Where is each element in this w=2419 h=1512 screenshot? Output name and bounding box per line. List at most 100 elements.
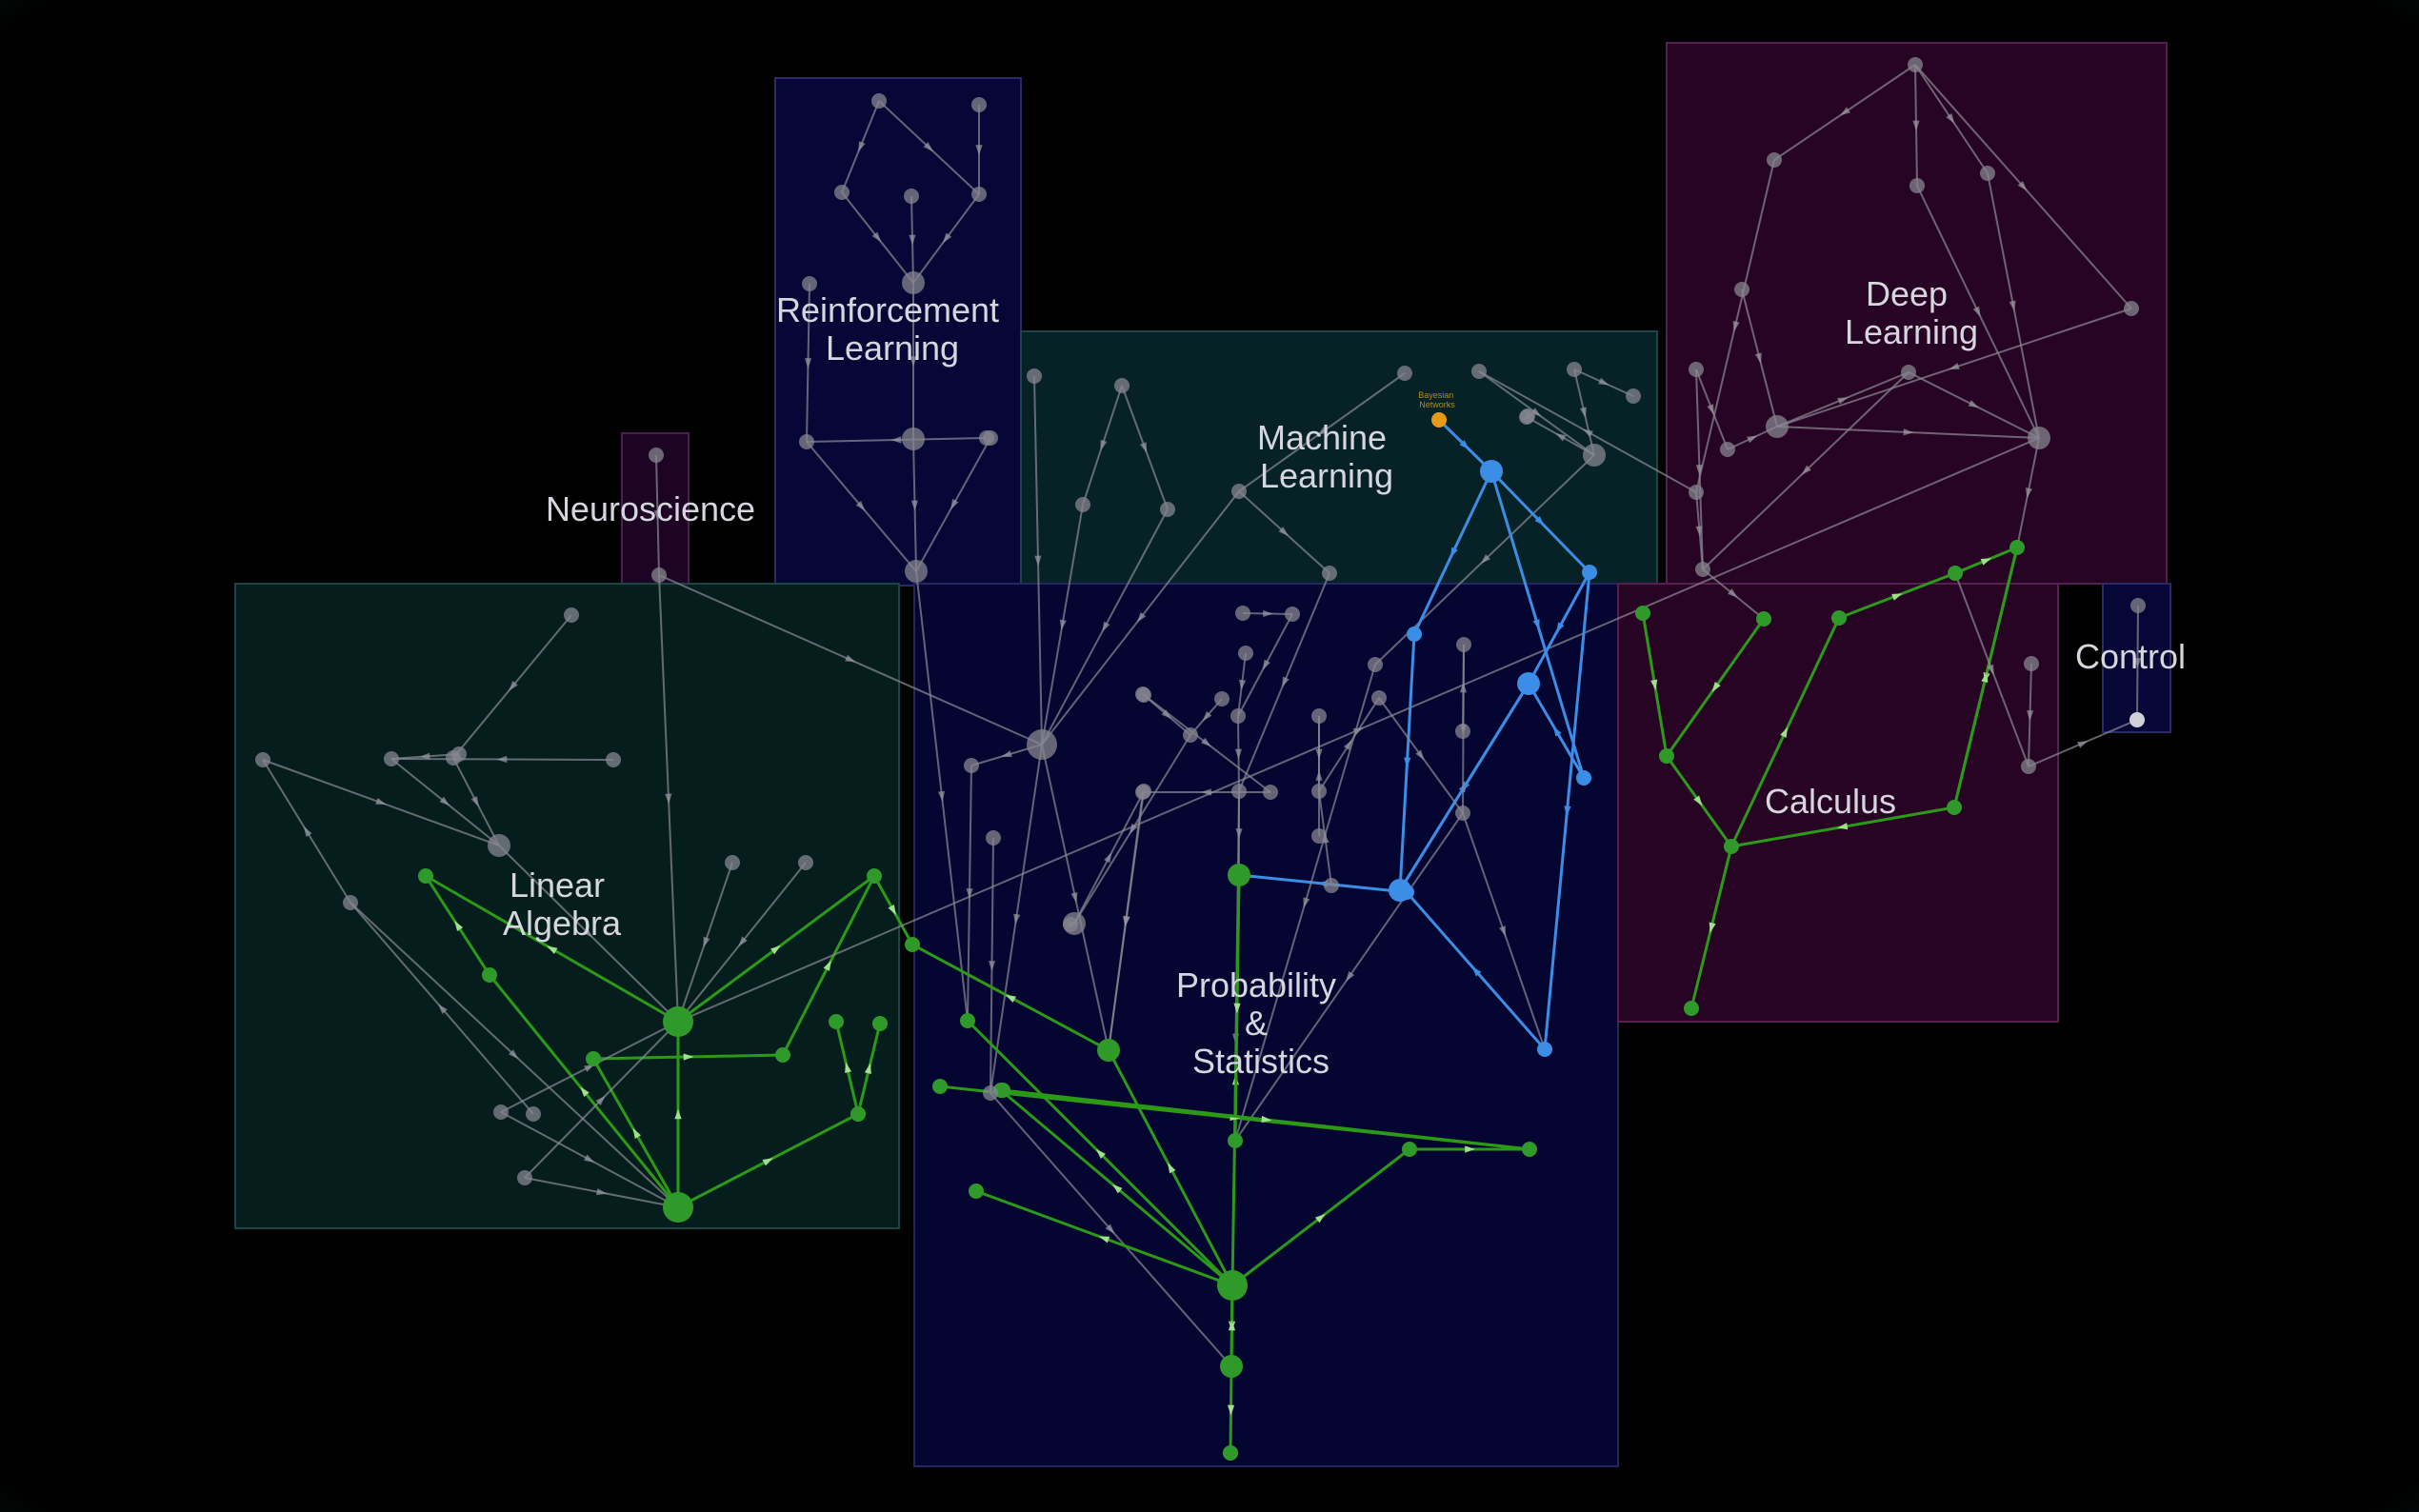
node-ca_9[interactable] xyxy=(2009,540,2025,555)
node-rl_3[interactable] xyxy=(834,185,850,200)
node-ca_3[interactable] xyxy=(1756,611,1771,627)
node-ps_x2[interactable] xyxy=(986,830,1001,846)
node-la_g4[interactable] xyxy=(775,1047,790,1063)
node-ps_g6[interactable] xyxy=(969,1184,984,1199)
node-la_x3[interactable] xyxy=(451,746,467,762)
node-la_x10[interactable] xyxy=(343,895,358,910)
node-ps_g10[interactable] xyxy=(1223,1445,1238,1461)
node-rl_5[interactable] xyxy=(904,189,919,204)
node-la_x7[interactable] xyxy=(255,752,270,767)
node-dl_12[interactable] xyxy=(1901,365,1916,380)
node-rl_4[interactable] xyxy=(971,187,987,202)
node-rl_2[interactable] xyxy=(971,97,987,112)
node-ml_13[interactable] xyxy=(1520,408,1535,424)
node-ps_root[interactable] xyxy=(1217,1270,1248,1301)
node-ne_2[interactable] xyxy=(651,567,667,583)
node-ca_5[interactable] xyxy=(1684,1001,1699,1016)
node-rl_12[interactable] xyxy=(905,560,928,583)
node-la_x4[interactable] xyxy=(488,834,510,857)
node-ml_5[interactable] xyxy=(1231,484,1247,499)
node-dl_7[interactable] xyxy=(1689,362,1704,377)
node-dl_1[interactable] xyxy=(1908,57,1923,72)
node-ps_x1[interactable] xyxy=(964,758,979,773)
node-ps_x24[interactable] xyxy=(1135,686,1150,702)
node-ps_g5[interactable] xyxy=(1228,1133,1243,1148)
node-la_x2[interactable] xyxy=(564,607,579,623)
node-ml_1[interactable] xyxy=(1027,368,1042,384)
node-ps_x21[interactable] xyxy=(1455,724,1470,739)
node-la_hub[interactable] xyxy=(663,1006,693,1037)
node-ps_g12[interactable] xyxy=(1522,1142,1537,1157)
node-ne_1[interactable] xyxy=(649,448,664,463)
region-machine-learning[interactable] xyxy=(1020,330,1658,587)
node-la_g3[interactable] xyxy=(586,1051,601,1066)
node-ml_12[interactable] xyxy=(1471,364,1487,379)
node-rl_7[interactable] xyxy=(802,276,817,291)
node-rl_6[interactable] xyxy=(902,271,925,294)
node-ps_g3[interactable] xyxy=(1097,1039,1120,1062)
node-rl_1[interactable] xyxy=(871,93,887,109)
node-ps_x7[interactable] xyxy=(1183,727,1198,743)
node-dl_10[interactable] xyxy=(1689,485,1704,500)
node-ps_x15[interactable] xyxy=(1311,828,1327,844)
node-ps_g1[interactable] xyxy=(960,1013,975,1028)
node-ml_4[interactable] xyxy=(1160,502,1175,517)
node-co_2[interactable] xyxy=(2129,712,2145,727)
node-dl_4[interactable] xyxy=(1980,166,1995,181)
node-ps_x18[interactable] xyxy=(1324,878,1339,893)
node-co_1[interactable] xyxy=(2130,598,2146,613)
node-la_x6[interactable] xyxy=(517,1170,532,1185)
node-rl_10[interactable] xyxy=(799,434,814,449)
node-ps_x16[interactable] xyxy=(1311,708,1327,724)
node-b_5[interactable] xyxy=(1517,672,1540,695)
node-la_g1[interactable] xyxy=(418,868,433,884)
node-b_1[interactable] xyxy=(1480,460,1503,483)
node-b_6[interactable] xyxy=(1576,770,1591,786)
node-ml_2[interactable] xyxy=(1114,378,1130,393)
node-ca_8[interactable] xyxy=(1948,566,1963,581)
node-ca_7[interactable] xyxy=(1831,610,1847,626)
node-la_x12[interactable] xyxy=(798,855,813,870)
node-la_g7[interactable] xyxy=(829,1014,844,1029)
node-ps_x14[interactable] xyxy=(1231,784,1247,799)
node-b_7[interactable] xyxy=(1389,879,1411,902)
node-ps_x26[interactable] xyxy=(1135,785,1150,800)
node-b_8[interactable] xyxy=(1537,1042,1552,1057)
node-ps_x20[interactable] xyxy=(1456,637,1471,652)
node-dl_6[interactable] xyxy=(2124,301,2139,316)
node-la_x11[interactable] xyxy=(725,855,740,870)
node-ps_x22[interactable] xyxy=(1455,806,1470,821)
node-dl_13[interactable] xyxy=(1695,562,1710,577)
node-ps_x5[interactable] xyxy=(983,1085,998,1101)
node-ps_g4[interactable] xyxy=(1228,864,1250,886)
node-ps_g13[interactable] xyxy=(932,1079,948,1094)
node-ca_4[interactable] xyxy=(1724,839,1739,854)
node-bayes[interactable] xyxy=(1431,412,1447,428)
node-dl_5[interactable] xyxy=(1734,282,1749,297)
node-ps_x25[interactable] xyxy=(1263,785,1278,800)
node-la_g2[interactable] xyxy=(482,967,497,983)
node-ps_x13[interactable] xyxy=(1230,708,1246,724)
node-dl_8[interactable] xyxy=(1720,442,1735,457)
node-la_g8[interactable] xyxy=(872,1016,888,1031)
node-ps_x23[interactable] xyxy=(1368,657,1383,672)
node-ml_3[interactable] xyxy=(1075,497,1090,512)
node-b_2[interactable] xyxy=(1407,627,1422,642)
node-ps_x8[interactable] xyxy=(1214,691,1229,706)
node-ps_x12[interactable] xyxy=(1238,646,1253,661)
node-ps_hub[interactable] xyxy=(1027,729,1057,760)
node-rl_11[interactable] xyxy=(983,430,998,446)
node-la_x5[interactable] xyxy=(493,1104,509,1120)
node-ps_g14[interactable] xyxy=(995,1083,1010,1098)
node-dl_3[interactable] xyxy=(1909,178,1925,193)
node-la_x9[interactable] xyxy=(606,752,621,767)
node-la_g5[interactable] xyxy=(867,868,882,884)
node-la_g6[interactable] xyxy=(850,1106,866,1122)
node-ca_1[interactable] xyxy=(1635,606,1650,621)
node-ps_x10[interactable] xyxy=(1285,607,1300,622)
node-ca_x1[interactable] xyxy=(2024,656,2039,671)
node-ps_x17[interactable] xyxy=(1311,784,1327,799)
node-ca_x2[interactable] xyxy=(2021,759,2036,774)
node-ca_6[interactable] xyxy=(1947,800,1962,815)
region-calculus[interactable] xyxy=(1617,583,2059,1023)
